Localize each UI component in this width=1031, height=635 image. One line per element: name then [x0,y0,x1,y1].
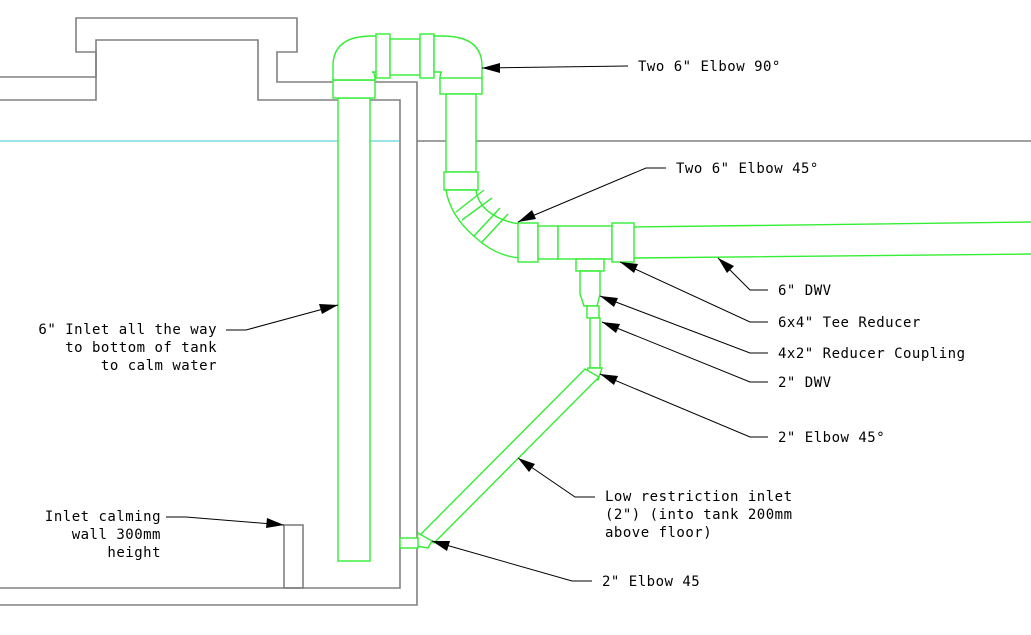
tee-branch [575,258,605,272]
label-low-restriction-2: (2") (into tank 200mm [605,507,793,523]
arrow-elbow90 [482,63,500,73]
elbow-45-collar-c [517,222,539,263]
dwv-2-vertical [589,317,601,369]
arrow-reducer [600,296,618,307]
label-inlet6-1: 6" Inlet all the way [38,322,217,338]
descending-pipe [445,93,477,173]
leader-elbow45-2 [599,373,768,438]
elbow-90-collar-left [375,33,391,79]
dwv-6-pipe [633,221,1031,259]
label-low-restriction-1: Low restriction inlet [605,489,793,505]
bottom-inlet-pipe [399,537,419,549]
low-restriction-diagonal [418,368,601,544]
label-calming-wall-3: height [107,545,161,561]
leaders [166,63,768,582]
horizontal-pipe-6 [537,225,559,260]
leader-elbow45-bottom [431,540,592,582]
label-elbow45-2: 2" Elbow 45° [778,430,885,446]
tank-structure [0,17,1031,606]
elbow-90-right [433,35,483,81]
leader-elbow45-6 [517,167,666,223]
elbow-45-collar-a [455,189,493,221]
arrow-dwv2 [602,322,620,333]
tank-inner-outline [0,39,401,589]
label-inlet6-3: to calm water [101,358,217,374]
leader-tee [619,261,768,323]
arrow-calming-wall [266,518,284,528]
pipework [332,33,1031,562]
inlet-pipe-vertical [337,97,371,562]
tee-body [557,225,613,260]
descending-pipe-coupling-low [443,171,479,191]
top-horizontal-pipe [389,38,421,76]
label-dwv2: 2" DWV [778,375,832,391]
arrow-inlet6 [319,304,338,314]
label-low-restriction-3: above floor) [605,525,712,541]
label-elbow90: Two 6" Elbow 90° [638,59,781,75]
label-tee-reducer: 6x4" Tee Reducer [778,315,921,331]
inlet-calming-wall [283,524,304,589]
arrow-elbow45-bottom [432,541,450,551]
leader-inlet6 [226,304,339,331]
arrow-elbow45-6 [518,210,536,222]
arrow-tee [620,262,638,273]
label-reducer-coupling: 4x2" Reducer Coupling [778,346,966,362]
elbow-45-collar-b [473,207,509,243]
leader-elbow90 [481,65,629,69]
arrow-elbow45-2 [600,374,618,385]
leader-low-restriction [517,457,595,498]
leader-dwv2 [601,321,768,383]
leader-reducer [599,295,768,354]
elbow-90-left [332,35,381,81]
label-inlet6-2: to bottom of tank [65,340,217,356]
label-elbow45-6: Two 6" Elbow 45° [676,161,819,177]
arrow-dwv6 [718,258,734,273]
reducer-collar [586,305,600,319]
elbow-90-collar-right [419,33,435,79]
descending-pipe-coupling [439,77,483,95]
label-dwv6: 6" DWV [778,283,832,299]
tee-collar-right [611,222,635,263]
elbow-45-sweep [445,189,521,259]
inlet-pipe-coupling [332,79,376,99]
labels: Two 6" Elbow 90° Two 6" Elbow 45° 6" DWV… [38,59,965,590]
label-calming-wall-1: Inlet calming [45,509,161,525]
label-calming-wall-2: wall 300mm [72,527,161,543]
leader-calming-wall [166,516,285,526]
arrow-low-restriction [518,458,535,472]
label-elbow45-bottom: 2" Elbow 45 [602,574,700,590]
reducer-coupling [579,270,601,307]
